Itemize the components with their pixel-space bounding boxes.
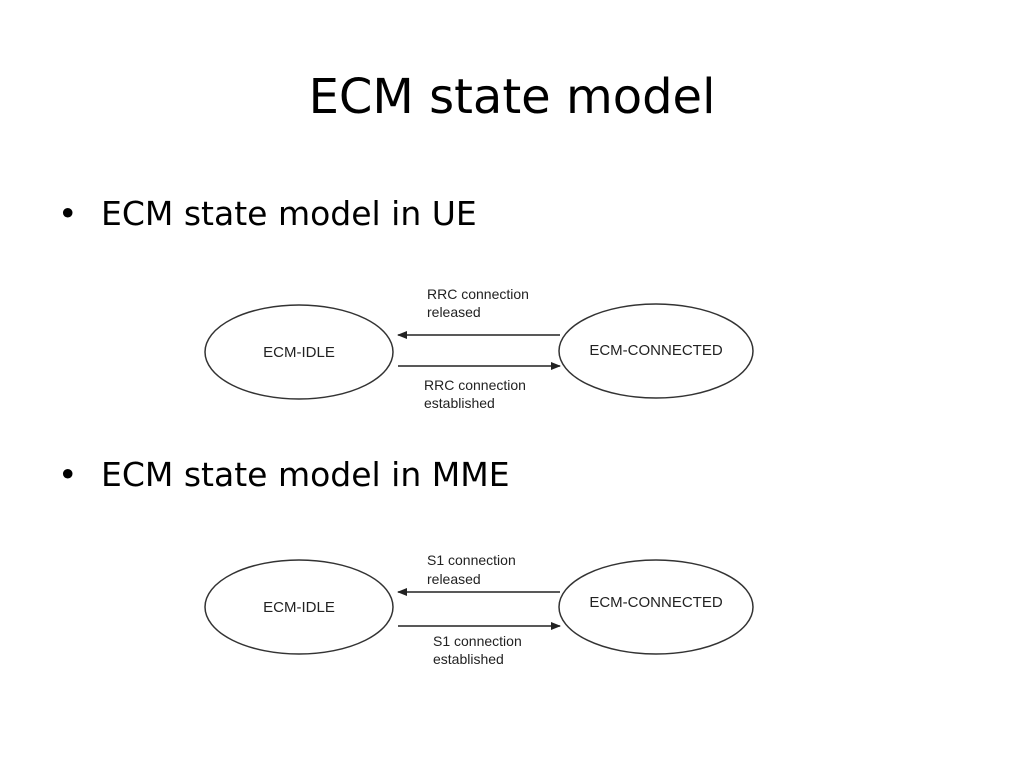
ecm-connected-label: ECM-CONNECTED xyxy=(589,342,722,359)
mme-state-diagram: ECM-IDLE ECM-CONNECTED S1 connection rel… xyxy=(200,544,760,684)
ecm-idle-state xyxy=(204,559,394,655)
bullet-dot: • xyxy=(58,455,78,494)
bullet-text-mme: ECM state model in MME xyxy=(101,455,510,494)
bullet-mme: • ECM state model in MME xyxy=(58,453,510,497)
established-label-line1: S1 connection xyxy=(433,633,522,649)
released-label-line1: S1 connection xyxy=(427,552,516,568)
released-label-line2: released xyxy=(427,304,481,320)
released-label-line1: RRC connection xyxy=(427,286,529,302)
ue-state-diagram: ECM-IDLE ECM-CONNECTED RRC connection re… xyxy=(200,278,760,418)
bullet-dot: • xyxy=(58,194,78,233)
slide-title: ECM state model xyxy=(308,69,716,125)
established-label-line1: RRC connection xyxy=(424,377,526,393)
bullet-ue: • ECM state model in UE xyxy=(58,192,477,236)
established-label-line2: established xyxy=(433,651,504,667)
ecm-idle-label: ECM-IDLE xyxy=(263,344,335,361)
bullet-text-ue: ECM state model in UE xyxy=(101,194,477,233)
ecm-connected-state xyxy=(558,559,754,655)
ecm-connected-label: ECM-CONNECTED xyxy=(589,594,722,611)
established-label-line2: established xyxy=(424,395,495,411)
ecm-idle-label: ECM-IDLE xyxy=(263,599,335,616)
ecm-connected-state xyxy=(558,303,754,399)
released-label-line2: released xyxy=(427,571,481,587)
ecm-idle-state xyxy=(204,304,394,400)
